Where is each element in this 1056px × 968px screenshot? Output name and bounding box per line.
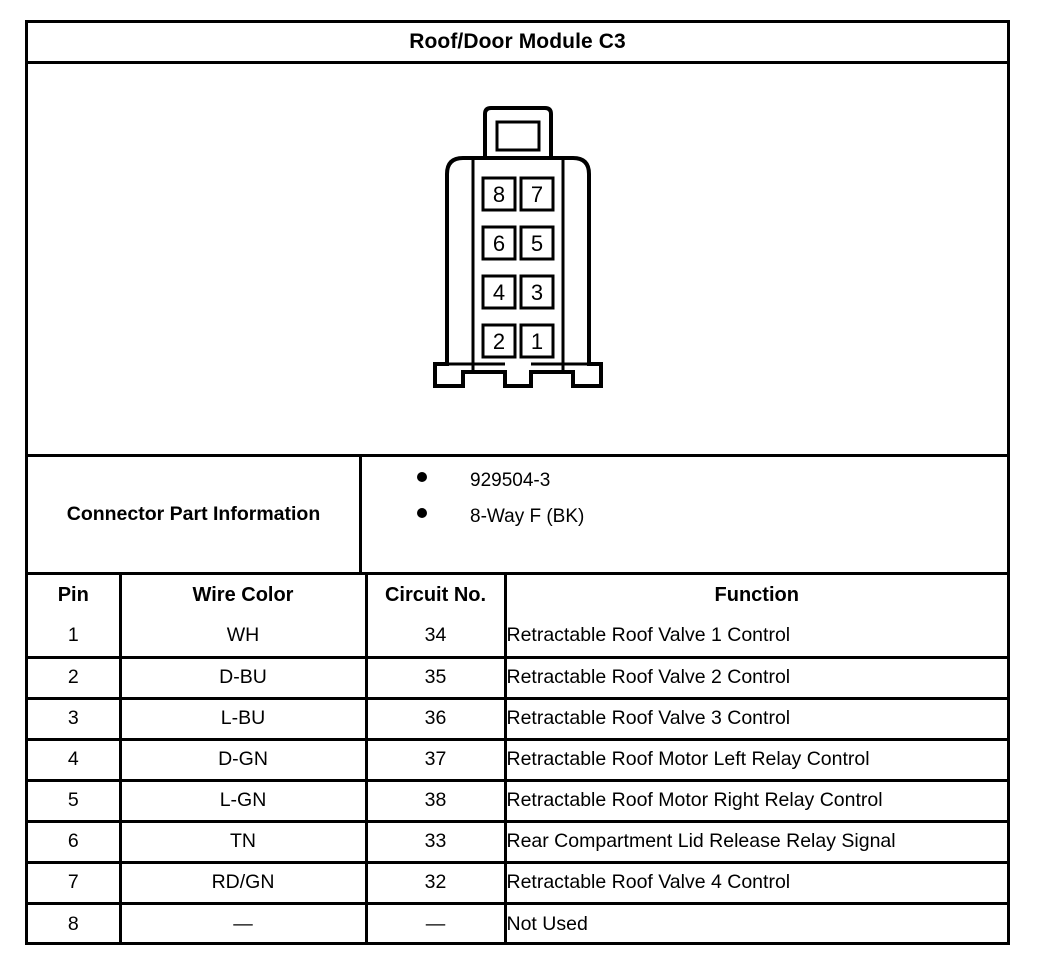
- pin-number-4: 4: [492, 280, 504, 305]
- connector-part-information-label: Connector Part Information: [28, 457, 362, 572]
- list-item: 929504-3: [362, 471, 1007, 490]
- pin-cavity-8: [481, 176, 516, 212]
- pin-cavity-5: [519, 225, 554, 261]
- bullet-icon: [417, 472, 427, 482]
- cell-wire-color: L-GN: [120, 780, 368, 823]
- pin-number-7: 7: [530, 182, 542, 207]
- pin-number-6: 6: [492, 231, 504, 256]
- pin-cavity-2: [481, 323, 516, 359]
- cell-circuit-no: 34: [366, 616, 507, 659]
- cell-circuit-no: 37: [366, 739, 507, 782]
- connector-part-information-values: 929504-3 8-Way F (BK): [362, 457, 1007, 572]
- connector-info-sheet: Roof/Door Module C3: [25, 20, 1010, 945]
- bullet-icon: [417, 508, 427, 518]
- cell-wire-color: RD/GN: [120, 862, 368, 905]
- cell-function: Retractable Roof Valve 1 Control: [505, 616, 1007, 659]
- pin-number-8: 8: [492, 182, 504, 207]
- pin-number-2: 2: [492, 329, 504, 354]
- cell-circuit-no: 35: [366, 657, 507, 700]
- column-header-circuit-no: Circuit No.: [366, 575, 507, 616]
- pin-number-3: 3: [530, 280, 542, 305]
- cell-function: Retractable Roof Motor Right Relay Contr…: [505, 780, 1007, 823]
- cell-circuit-no: 36: [366, 698, 507, 741]
- column-header-function: Function: [714, 584, 799, 606]
- cell-pin: 5: [28, 780, 122, 823]
- sheet-title-bar: Roof/Door Module C3: [28, 23, 1007, 64]
- cell-wire-color: —: [120, 903, 368, 944]
- part-number-value: 929504-3: [470, 470, 551, 491]
- connector-latch-window: [495, 120, 540, 152]
- cell-circuit-no: 32: [366, 862, 507, 905]
- cell-circuit-no: 33: [366, 821, 507, 864]
- cell-wire-color: WH: [120, 616, 368, 659]
- list-item: 8-Way F (BK): [362, 507, 1007, 526]
- table-header-row: Pin Wire Color Circuit No. Function: [28, 575, 1007, 616]
- pin-cavity-6: [481, 225, 516, 261]
- cell-function: Retractable Roof Motor Left Relay Contro…: [505, 739, 1007, 782]
- column-header-wire-color: Wire Color: [120, 575, 368, 616]
- cell-function: Retractable Roof Valve 4 Control: [505, 862, 1007, 905]
- connector-body-outline: [432, 156, 603, 388]
- cell-pin: 7: [28, 862, 122, 905]
- page-title: Roof/Door Module C3: [409, 30, 626, 53]
- cell-pin: 6: [28, 821, 122, 864]
- pin-cavity-1: [519, 323, 554, 359]
- cell-pin: 2: [28, 657, 122, 700]
- cell-wire-color: D-GN: [120, 739, 368, 782]
- cell-function: Not Used: [506, 912, 588, 935]
- cell-function: Rear Compartment Lid Release Relay Signa…: [505, 821, 1007, 864]
- cell-pin: 8: [28, 903, 122, 944]
- table-row: 8——Not Used: [28, 903, 1007, 944]
- pin-number-1: 1: [530, 329, 542, 354]
- cell-wire-color: D-BU: [120, 657, 368, 700]
- cell-pin: 1: [28, 616, 122, 659]
- cell-function: Retractable Roof Valve 2 Control: [505, 657, 1007, 700]
- cell-pin: 3: [28, 698, 122, 741]
- pin-number-5: 5: [530, 231, 542, 256]
- connector-part-information-row: Connector Part Information 929504-3 8-Wa…: [28, 457, 1007, 575]
- connector-diagram: 8 7 6 5 4 3 2 1: [432, 106, 603, 388]
- cell-circuit-no: —: [366, 903, 507, 944]
- pin-cavity-7: [519, 176, 554, 212]
- column-header-pin: Pin: [28, 575, 122, 616]
- connector-type-value: 8-Way F (BK): [470, 506, 585, 527]
- cell-wire-color: TN: [120, 821, 368, 864]
- pin-cavity-4: [481, 274, 516, 310]
- cell-pin: 4: [28, 739, 122, 782]
- cell-circuit-no: 38: [366, 780, 507, 823]
- connector-latch-outline: [482, 106, 553, 158]
- cell-wire-color: L-BU: [120, 698, 368, 741]
- connector-diagram-region: 8 7 6 5 4 3 2 1: [28, 64, 1007, 457]
- pin-cavity-3: [519, 274, 554, 310]
- cell-function: Retractable Roof Valve 3 Control: [505, 698, 1007, 741]
